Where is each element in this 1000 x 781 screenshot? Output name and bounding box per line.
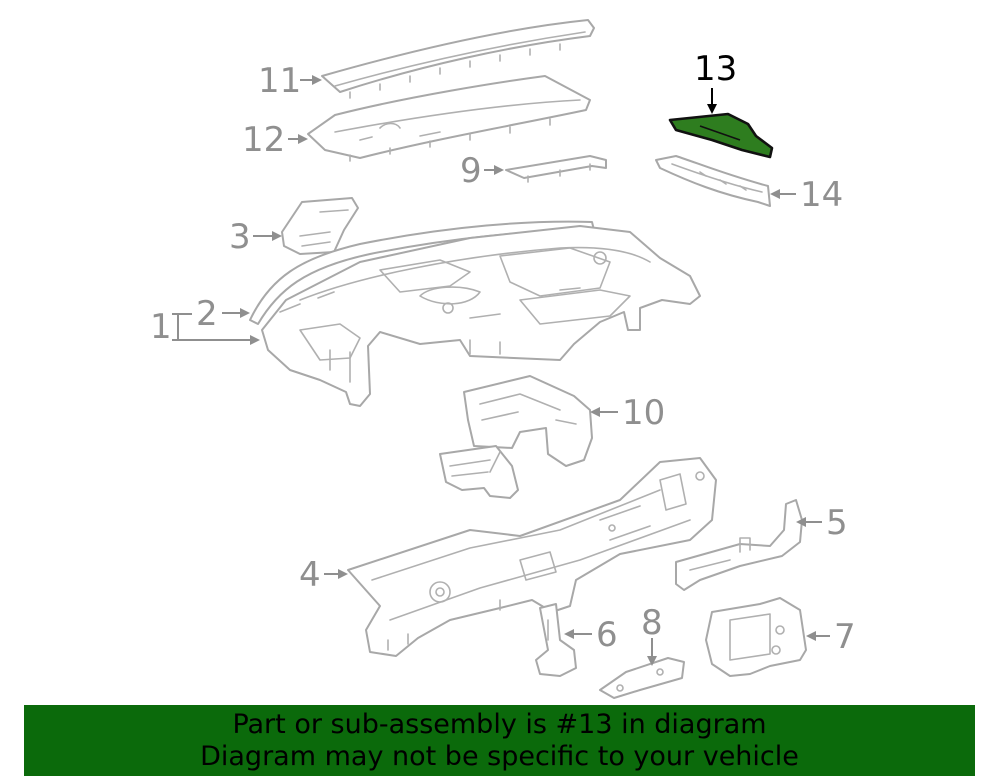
part-13-highlighted <box>668 112 774 159</box>
callout-3: 3 <box>229 217 251 257</box>
banner-line-1: Part or sub-assembly is #13 in diagram <box>232 709 767 740</box>
part-2-seal-strip <box>249 220 595 325</box>
callout-14: 14 <box>800 175 843 215</box>
callout-6: 6 <box>596 615 618 655</box>
part-9-trim-piece <box>505 155 607 183</box>
part-10-center-bracket <box>439 375 593 499</box>
banner-line-2: Diagram may not be specific to your vehi… <box>200 741 799 772</box>
part-8-bracket <box>599 657 685 699</box>
callout-1: 1 <box>150 307 172 347</box>
part-5-bracket <box>675 499 803 591</box>
part-14-trim-strip <box>655 155 771 207</box>
parts-diagram: 11 12 9 3 2 1 10 5 4 6 7 8 14 13 <box>150 19 856 699</box>
info-banner: Part or sub-assembly is #13 in diagram D… <box>24 705 975 776</box>
part-6-bracket <box>535 603 577 677</box>
callout-labels: 11 12 9 3 2 1 10 5 4 6 7 8 14 13 <box>150 49 856 657</box>
part-7-module-bracket <box>705 597 807 677</box>
callout-13-highlighted: 13 <box>694 49 737 89</box>
callout-2: 2 <box>196 294 218 334</box>
part-3-bracket <box>281 197 359 255</box>
part-4-cross-car-beam <box>347 457 717 657</box>
callout-5: 5 <box>826 503 848 543</box>
part-12-upper-pad <box>307 75 591 162</box>
part-1-instrument-panel <box>261 225 701 407</box>
callout-11: 11 <box>258 61 301 101</box>
callout-9: 9 <box>460 151 482 191</box>
callout-leaders <box>172 75 830 666</box>
callout-10: 10 <box>622 393 665 433</box>
callout-7: 7 <box>834 617 856 657</box>
callout-12: 12 <box>242 120 285 160</box>
callout-8: 8 <box>641 603 663 643</box>
part-11-upper-trim <box>321 19 595 99</box>
callout-4: 4 <box>299 555 321 595</box>
